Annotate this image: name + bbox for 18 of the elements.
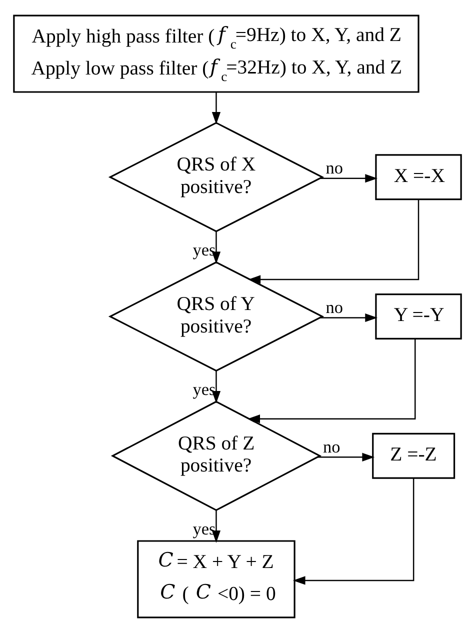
arrow [211, 92, 220, 124]
node-box: Z =-Z [372, 432, 455, 479]
node-box: Y =-Y [374, 294, 462, 340]
edge-label: no [325, 158, 343, 178]
arrow [292, 478, 414, 585]
arrow [320, 174, 377, 183]
node-box: X =-X [374, 154, 462, 200]
arrow [317, 452, 374, 462]
node-diamond: QRS of Z positive? [110, 400, 322, 512]
node-diamond: QRS of X positive? [108, 122, 324, 232]
arrow [320, 313, 377, 322]
edge-label: no [325, 298, 343, 318]
edge-label: no [322, 437, 340, 456]
arrow [248, 199, 419, 284]
node-box: Apply high pass filter (f$_{c}$=9Hz) to X, Y, and Z Apply low pass filter (f$_{c}$=32Hz) to X, Y, and Z [12, 14, 419, 93]
arrow [247, 338, 416, 424]
node-diamond: QRS of Y positive? [108, 261, 324, 372]
node-box: C = X + Y + Z C(C<0) = 0 [136, 540, 295, 618]
